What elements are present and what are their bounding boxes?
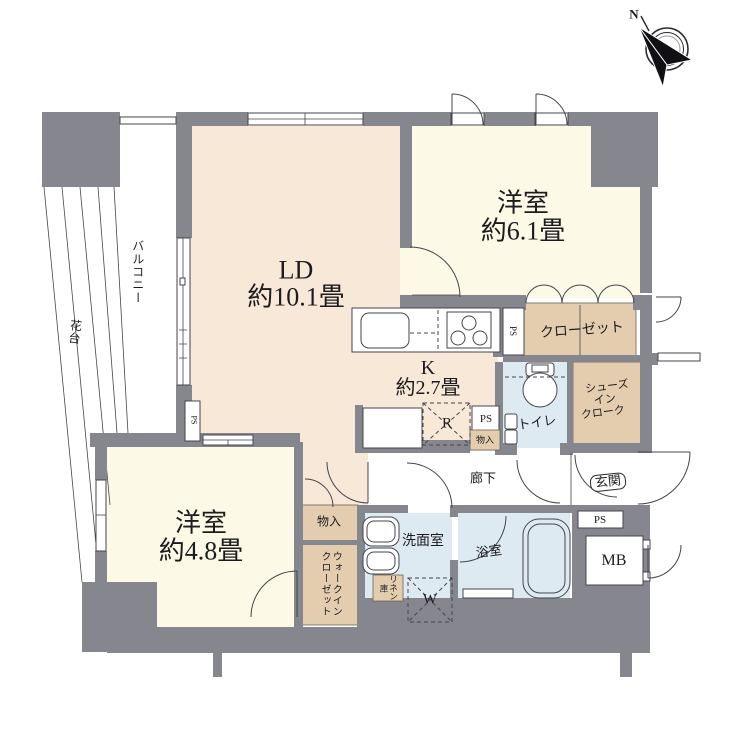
storage-b-door-arc bbox=[304, 478, 334, 508]
mb-label: MB bbox=[601, 552, 627, 570]
walls bbox=[42, 112, 658, 677]
kitchen-counter bbox=[351, 307, 501, 353]
door-swings bbox=[250, 93, 691, 618]
toilet-fixture bbox=[504, 362, 565, 445]
mb-door-arc bbox=[647, 544, 682, 579]
floor-bathroom bbox=[458, 513, 570, 598]
bath-door-arc bbox=[459, 515, 507, 563]
bathtub bbox=[522, 518, 571, 599]
west1-door-arc bbox=[409, 246, 461, 298]
storage-a-label: 物入 bbox=[475, 434, 495, 445]
floor-door-gap bbox=[400, 248, 412, 297]
ld-room-name: LD bbox=[278, 255, 314, 285]
flower-stand-label: 花台 bbox=[66, 318, 84, 346]
bath-step bbox=[462, 588, 514, 599]
outside-door-arc bbox=[655, 296, 682, 323]
stove bbox=[446, 311, 492, 349]
linen-label: リネン 庫 bbox=[379, 575, 399, 601]
west1-room-size: 約6.1畳 bbox=[480, 216, 566, 246]
washbasin bbox=[362, 516, 400, 575]
ps-label-2: PS bbox=[479, 412, 493, 425]
hall-door-arc bbox=[326, 461, 369, 504]
floor-storage-b bbox=[300, 504, 359, 543]
closet-door-arc bbox=[525, 284, 563, 304]
kitchen-size: 約2.7畳 bbox=[395, 376, 461, 399]
pipe-sleeve bbox=[657, 352, 701, 362]
washroom-label: 洗面室 bbox=[402, 534, 444, 550]
west2-room-size: 約4.8畳 bbox=[158, 536, 244, 566]
west1-room-name: 洋室 bbox=[496, 188, 550, 218]
washer-space bbox=[407, 577, 453, 623]
mb-box bbox=[585, 535, 644, 586]
refrigerator-space bbox=[422, 402, 471, 446]
ps-box-3 bbox=[184, 400, 201, 442]
west1-window-sill-2 bbox=[534, 112, 569, 126]
storage-b-label: 物入 bbox=[316, 514, 342, 529]
refrigerator-label: R bbox=[441, 415, 453, 432]
washroom-door-arc bbox=[406, 462, 453, 509]
walkin-closet-label: ウォークイン クローゼット bbox=[319, 551, 342, 617]
linen-box bbox=[372, 574, 404, 602]
kitchen-sink bbox=[360, 312, 410, 349]
west2-room-name: 洋室 bbox=[174, 508, 228, 538]
balcony-label: バルコニー bbox=[130, 239, 145, 305]
entrance-door-arc bbox=[637, 451, 691, 505]
balcony-sliding-door bbox=[176, 237, 191, 386]
kitchen-cabinet bbox=[362, 407, 423, 449]
kitchen-name: K bbox=[420, 356, 436, 379]
flower-bed-lines bbox=[43, 186, 129, 583]
washer-label: W bbox=[422, 591, 438, 608]
windows-and-boxes bbox=[95, 112, 701, 586]
west2-door-arc bbox=[250, 570, 298, 618]
ps-box-4 bbox=[577, 510, 624, 529]
west1-window-sill-1 bbox=[450, 112, 485, 126]
ps-label-4: PS bbox=[593, 513, 607, 526]
ps-label-3: PS bbox=[189, 415, 199, 425]
ps-label-1: PS bbox=[508, 325, 519, 337]
ld-room-size: 約10.1畳 bbox=[247, 282, 345, 312]
compass-north-label: N bbox=[629, 6, 639, 22]
fixtures bbox=[351, 307, 571, 623]
west2-window bbox=[95, 479, 107, 552]
toilet-door-arc bbox=[516, 459, 561, 504]
entrance-inner-door-arc bbox=[574, 454, 618, 498]
compass-icon bbox=[638, 15, 694, 89]
balcony-rail bbox=[119, 116, 177, 125]
ps-box-1 bbox=[502, 307, 525, 356]
hallway-label: 廊下 bbox=[469, 470, 497, 486]
